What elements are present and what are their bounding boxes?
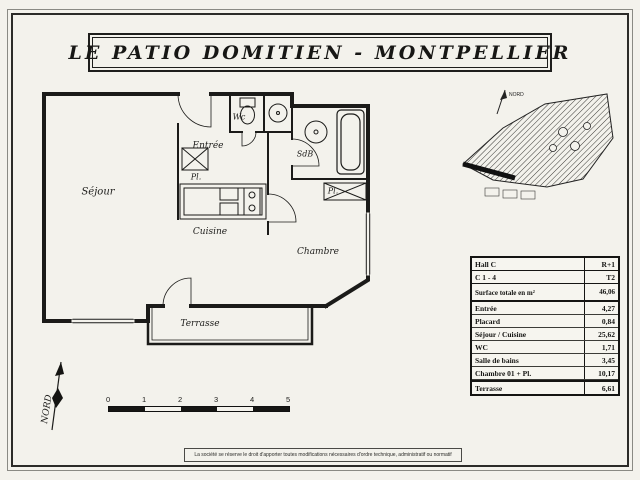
table-row-hall: Hall C R+1 bbox=[472, 258, 618, 271]
room-label-sejour: Séjour bbox=[81, 186, 115, 198]
hall-label: Hall C bbox=[475, 260, 497, 269]
table-row: Séjour / Cuisine 25,62 bbox=[472, 328, 618, 341]
scale-tick: 3 bbox=[214, 395, 219, 404]
scale-segment bbox=[253, 407, 289, 411]
scale-tick: 5 bbox=[286, 395, 291, 404]
small-washbasin-icon bbox=[268, 103, 288, 123]
total-surface-value: 46,06 bbox=[584, 284, 618, 300]
scale-segment bbox=[109, 407, 145, 411]
table-row-terrasse: Terrasse 6,61 bbox=[472, 380, 618, 394]
terrasse-value: 6,61 bbox=[584, 382, 618, 394]
total-surface-label: Surface totale en m² bbox=[475, 288, 535, 297]
terrace-parapet bbox=[146, 304, 314, 346]
washbasin-icon bbox=[304, 120, 328, 144]
room-label-placard-entree: Pl. bbox=[190, 172, 202, 182]
site-plan-parcel bbox=[462, 93, 614, 200]
row-value: 0,84 bbox=[584, 315, 618, 327]
scale-segment bbox=[217, 407, 253, 411]
row-label: Placard bbox=[475, 317, 500, 326]
page-frame-outer bbox=[7, 9, 633, 471]
room-label-entree: Entrée bbox=[192, 141, 224, 151]
unit-label: C 1 - 4 bbox=[475, 273, 497, 282]
floor-plan-drawing bbox=[42, 92, 371, 346]
terrasse-label: Terrasse bbox=[475, 384, 503, 393]
room-label-terrasse: Terrasse bbox=[180, 319, 220, 329]
row-value: 25,62 bbox=[584, 328, 618, 340]
closet-chambre bbox=[323, 182, 367, 201]
disclaimer-text: La société se réserve le droit d'apporte… bbox=[194, 452, 452, 458]
scale-bar-numbers: 0 1 2 3 4 5 bbox=[106, 395, 298, 405]
window bbox=[71, 212, 371, 324]
table-row: WC 1,71 bbox=[472, 341, 618, 354]
row-value: 1,71 bbox=[584, 341, 618, 353]
door-arcs bbox=[162, 93, 320, 307]
surface-table: Hall C R+1 C 1 - 4 T2 Surface totale en … bbox=[470, 256, 620, 396]
row-value: 10,17 bbox=[584, 367, 618, 379]
row-label: Salle de bains bbox=[475, 356, 519, 365]
disclaimer-box: La société se réserve le droit d'apporte… bbox=[184, 448, 462, 462]
compass-north-label: NORD bbox=[40, 394, 55, 425]
room-label-sdb: SdB bbox=[296, 149, 314, 159]
table-row: Entrée 4,27 bbox=[472, 302, 618, 315]
row-label: WC bbox=[475, 343, 488, 352]
table-row-unit: C 1 - 4 T2 bbox=[472, 271, 618, 284]
scale-tick: 4 bbox=[250, 395, 255, 404]
site-map-drawing: NORD bbox=[462, 89, 614, 200]
scale-bar-segments bbox=[108, 406, 290, 412]
outer-walls bbox=[42, 92, 370, 323]
table-row: Placard 0,84 bbox=[472, 315, 618, 328]
room-label-placard-chambre: Pl. bbox=[327, 186, 339, 196]
north-compass-icon: NORD bbox=[40, 361, 64, 431]
row-value: 3,45 bbox=[584, 354, 618, 366]
kitchen-counter bbox=[179, 183, 267, 220]
room-label-wc: Wc bbox=[232, 112, 246, 122]
table-row: Salle de bains 3,45 bbox=[472, 354, 618, 367]
row-value: 4,27 bbox=[584, 302, 618, 314]
interior-walls bbox=[177, 93, 369, 235]
site-map-north-label: NORD bbox=[509, 92, 524, 98]
floor-plan: Séjour Entrée Wc SdB Pl. Pl. Cuisine Cha… bbox=[28, 84, 393, 359]
table-row-total: Surface totale en m² 46,06 bbox=[472, 284, 618, 302]
scale-tick: 0 bbox=[106, 395, 111, 404]
room-label-cuisine: Cuisine bbox=[192, 227, 228, 237]
scale-tick: 2 bbox=[178, 395, 183, 404]
row-label: Entrée bbox=[475, 304, 497, 313]
scale-tick: 1 bbox=[142, 395, 147, 404]
row-label: Séjour / Cuisine bbox=[475, 330, 527, 339]
floor-label: R+1 bbox=[584, 258, 618, 270]
type-label: T2 bbox=[584, 271, 618, 283]
row-label: Chambre 01 + Pl. bbox=[475, 369, 532, 378]
closet-entree bbox=[181, 147, 209, 171]
north-arrow-small-icon: NORD bbox=[496, 89, 524, 115]
page-frame-inner bbox=[11, 13, 629, 467]
bathtub-icon bbox=[336, 109, 365, 175]
page-title: LE PATIO DOMITIEN - MONTPELLIER bbox=[68, 41, 572, 64]
scale-segment bbox=[145, 407, 181, 411]
scale-segment bbox=[181, 407, 217, 411]
scale-bar: 0 1 2 3 4 5 bbox=[106, 395, 298, 417]
north-compass: NORD bbox=[25, 356, 85, 436]
table-row: Chambre 01 + Pl. 10,17 bbox=[472, 367, 618, 380]
room-label-chambre: Chambre bbox=[297, 247, 339, 257]
site-location-map: NORD bbox=[455, 84, 620, 229]
title-box: LE PATIO DOMITIEN - MONTPELLIER bbox=[69, 33, 568, 72]
toilet-icon bbox=[239, 97, 256, 125]
